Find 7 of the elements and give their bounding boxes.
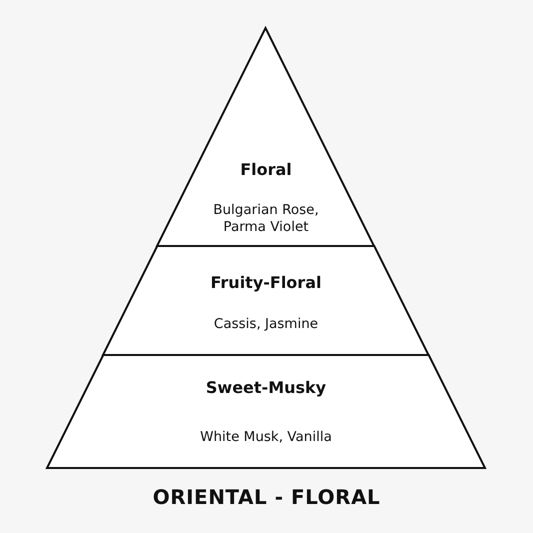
tier-notes: White Musk, Vanilla	[199, 429, 333, 446]
caption: ORIENTAL - FLORAL	[152, 485, 382, 509]
tier-notes: Bulgarian Rose, Parma Violet	[212, 202, 320, 236]
tier-heading: Sweet-Musky	[204, 378, 328, 397]
tier-notes: Cassis, Jasmine	[212, 316, 320, 333]
tier-heading: Floral	[239, 160, 293, 179]
tier-heading: Fruity-Floral	[210, 273, 322, 292]
